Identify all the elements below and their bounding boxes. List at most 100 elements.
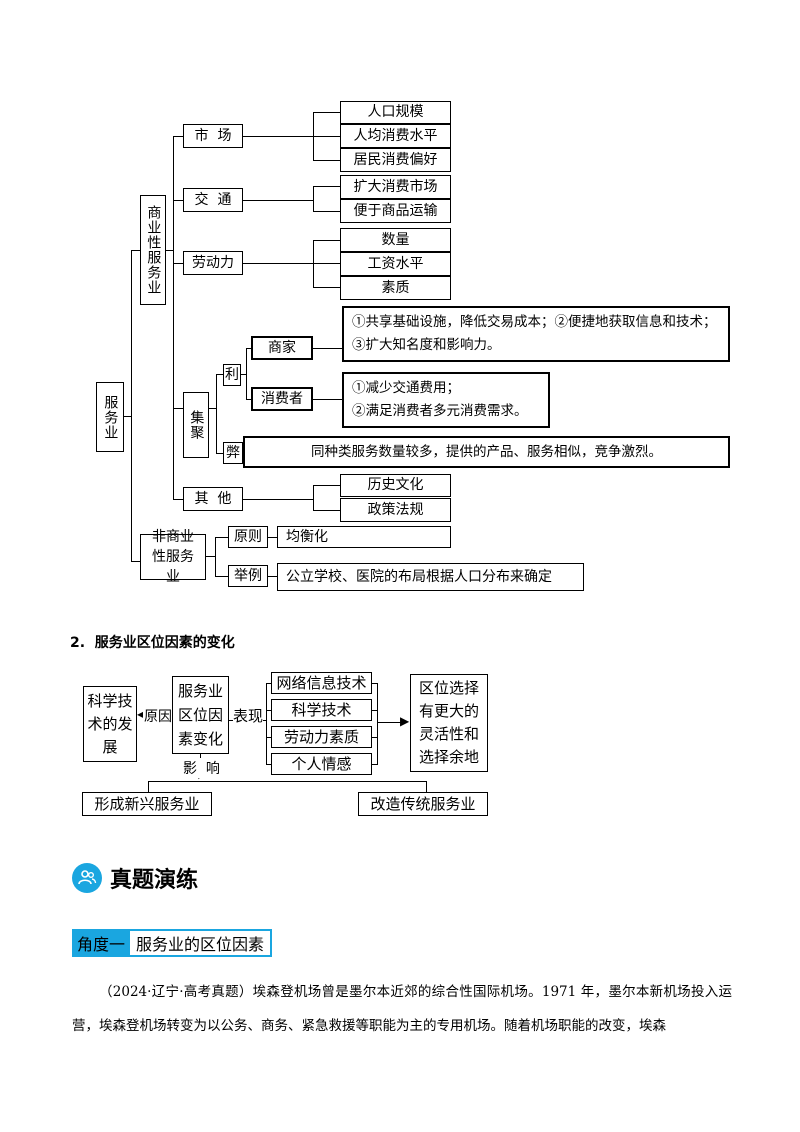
consumer-box: 消费者 [251,387,313,411]
drawback-detail-box: 同种类服务数量较多，提供的产品、服务相似，竞争激烈。 [243,436,730,468]
example-box: 举例 [228,565,268,587]
factor-change-box: 服务业 区位因 素变化 [172,676,229,754]
connector [266,683,272,685]
market-box: 市 场 [183,124,243,148]
new-service-box: 形成新兴服务业 [82,792,212,816]
connector [266,683,268,764]
practice-title: 真题演练 [110,868,199,893]
connector [241,374,247,376]
connector [377,683,379,764]
arrow-right-icon: ▶ [400,714,410,728]
noncommercial-service-box: 非商业性服务业 [140,529,206,585]
arrow-left-icon: ◀ [137,707,147,721]
labor-item: 数量 [340,228,451,252]
connector [266,737,272,739]
manifest-item: 科学技术 [271,699,372,721]
connector [124,416,132,418]
angle-heading: 角度一 服务业的区位因素 [72,929,273,957]
connector [173,263,184,265]
connector [266,710,272,712]
other-item: 历史文化 [340,474,451,497]
result-box: 区位选择 有更大的 灵活性和 选择余地 [410,674,488,772]
connector [131,250,141,252]
labor-item: 素质 [340,276,451,300]
connector [313,485,315,511]
connector [215,537,217,577]
manifest-item: 个人情感 [271,753,372,775]
connector [215,537,229,539]
connector [173,200,184,202]
influence-label: 影 响 [183,758,220,778]
transport-box: 交 通 [183,188,243,212]
connector [313,211,341,213]
connector [206,556,216,558]
manifest-item: 劳动力素质 [271,726,372,748]
practice-heading: 真题演练 [72,862,198,894]
reason-label: 原因 [143,706,173,726]
science-development-box: 科学技 术的发 展 [83,686,137,762]
example-detail-box: 公立学校、医院的布局根据人口分布来确定 [277,563,584,591]
transform-service-box: 改造传统服务业 [358,792,488,816]
connector [313,186,341,188]
connector [268,576,278,578]
connector [372,710,378,712]
connector [173,408,184,410]
drawback-box: 弊 [223,442,243,464]
root-service-box: 服务业 [96,382,124,452]
connector [215,576,229,578]
merchant-detail-box: ①共享基础设施，降低交易成本；②便捷地获取信息和技术；③扩大知名度和影响力。 [342,306,730,362]
connector [216,453,224,455]
connector [426,781,428,793]
connector [243,136,313,138]
connector [313,510,341,512]
connector [313,485,341,487]
connector [313,348,343,350]
labor-item: 工资水平 [340,252,451,276]
connector [216,374,224,376]
connector [313,287,341,289]
consumer-detail-box: ①减少交通费用； ②满足消费者多元消费需求。 [342,372,550,428]
benefit-box: 利 [223,364,241,386]
arrow-line [378,722,404,724]
manifest-item: 网络信息技术 [271,672,372,694]
commercial-service-box: 商业性服务业 [140,195,166,305]
connector [313,112,341,114]
users-icon [72,863,102,893]
question-paragraph: （2024·辽宁·高考真题）埃森登机场曾是墨尔本近郊的综合性国际机场。1971 … [72,984,732,1034]
principle-detail-box: 均衡化 [277,526,451,548]
other-box: 其 他 [183,487,243,511]
connector [372,683,378,685]
transport-item: 扩大消费市场 [340,175,451,199]
connector [166,250,174,252]
angle-label: 角度一 [72,929,131,957]
other-item: 政策法规 [340,498,451,522]
connector [243,499,313,501]
connector [243,263,313,265]
merchant-box: 商家 [251,336,313,360]
section-2-heading: 2. 服务业区位因素的变化 [70,635,235,651]
connector [313,186,315,212]
transport-item: 便于商品运输 [340,199,451,223]
market-item: 人口规模 [340,101,451,124]
principle-box: 原则 [228,526,268,548]
agglomeration-box: 集聚 [183,392,209,458]
connector [173,499,184,501]
market-item: 人均消费水平 [340,124,451,148]
connector [313,136,341,138]
connector [246,348,252,350]
connector [173,136,184,138]
angle-title: 服务业的区位因素 [130,929,273,957]
connector [173,136,175,500]
connector [148,781,150,793]
connector [372,737,378,739]
market-item: 居民消费偏好 [340,148,451,172]
manifest-label: 表现 [233,705,264,726]
connector [313,160,341,162]
connector [216,374,218,454]
connector [246,399,252,401]
connector [266,764,272,766]
connector [148,781,427,783]
connector [131,250,133,562]
connector [131,561,141,563]
connector [313,399,343,401]
